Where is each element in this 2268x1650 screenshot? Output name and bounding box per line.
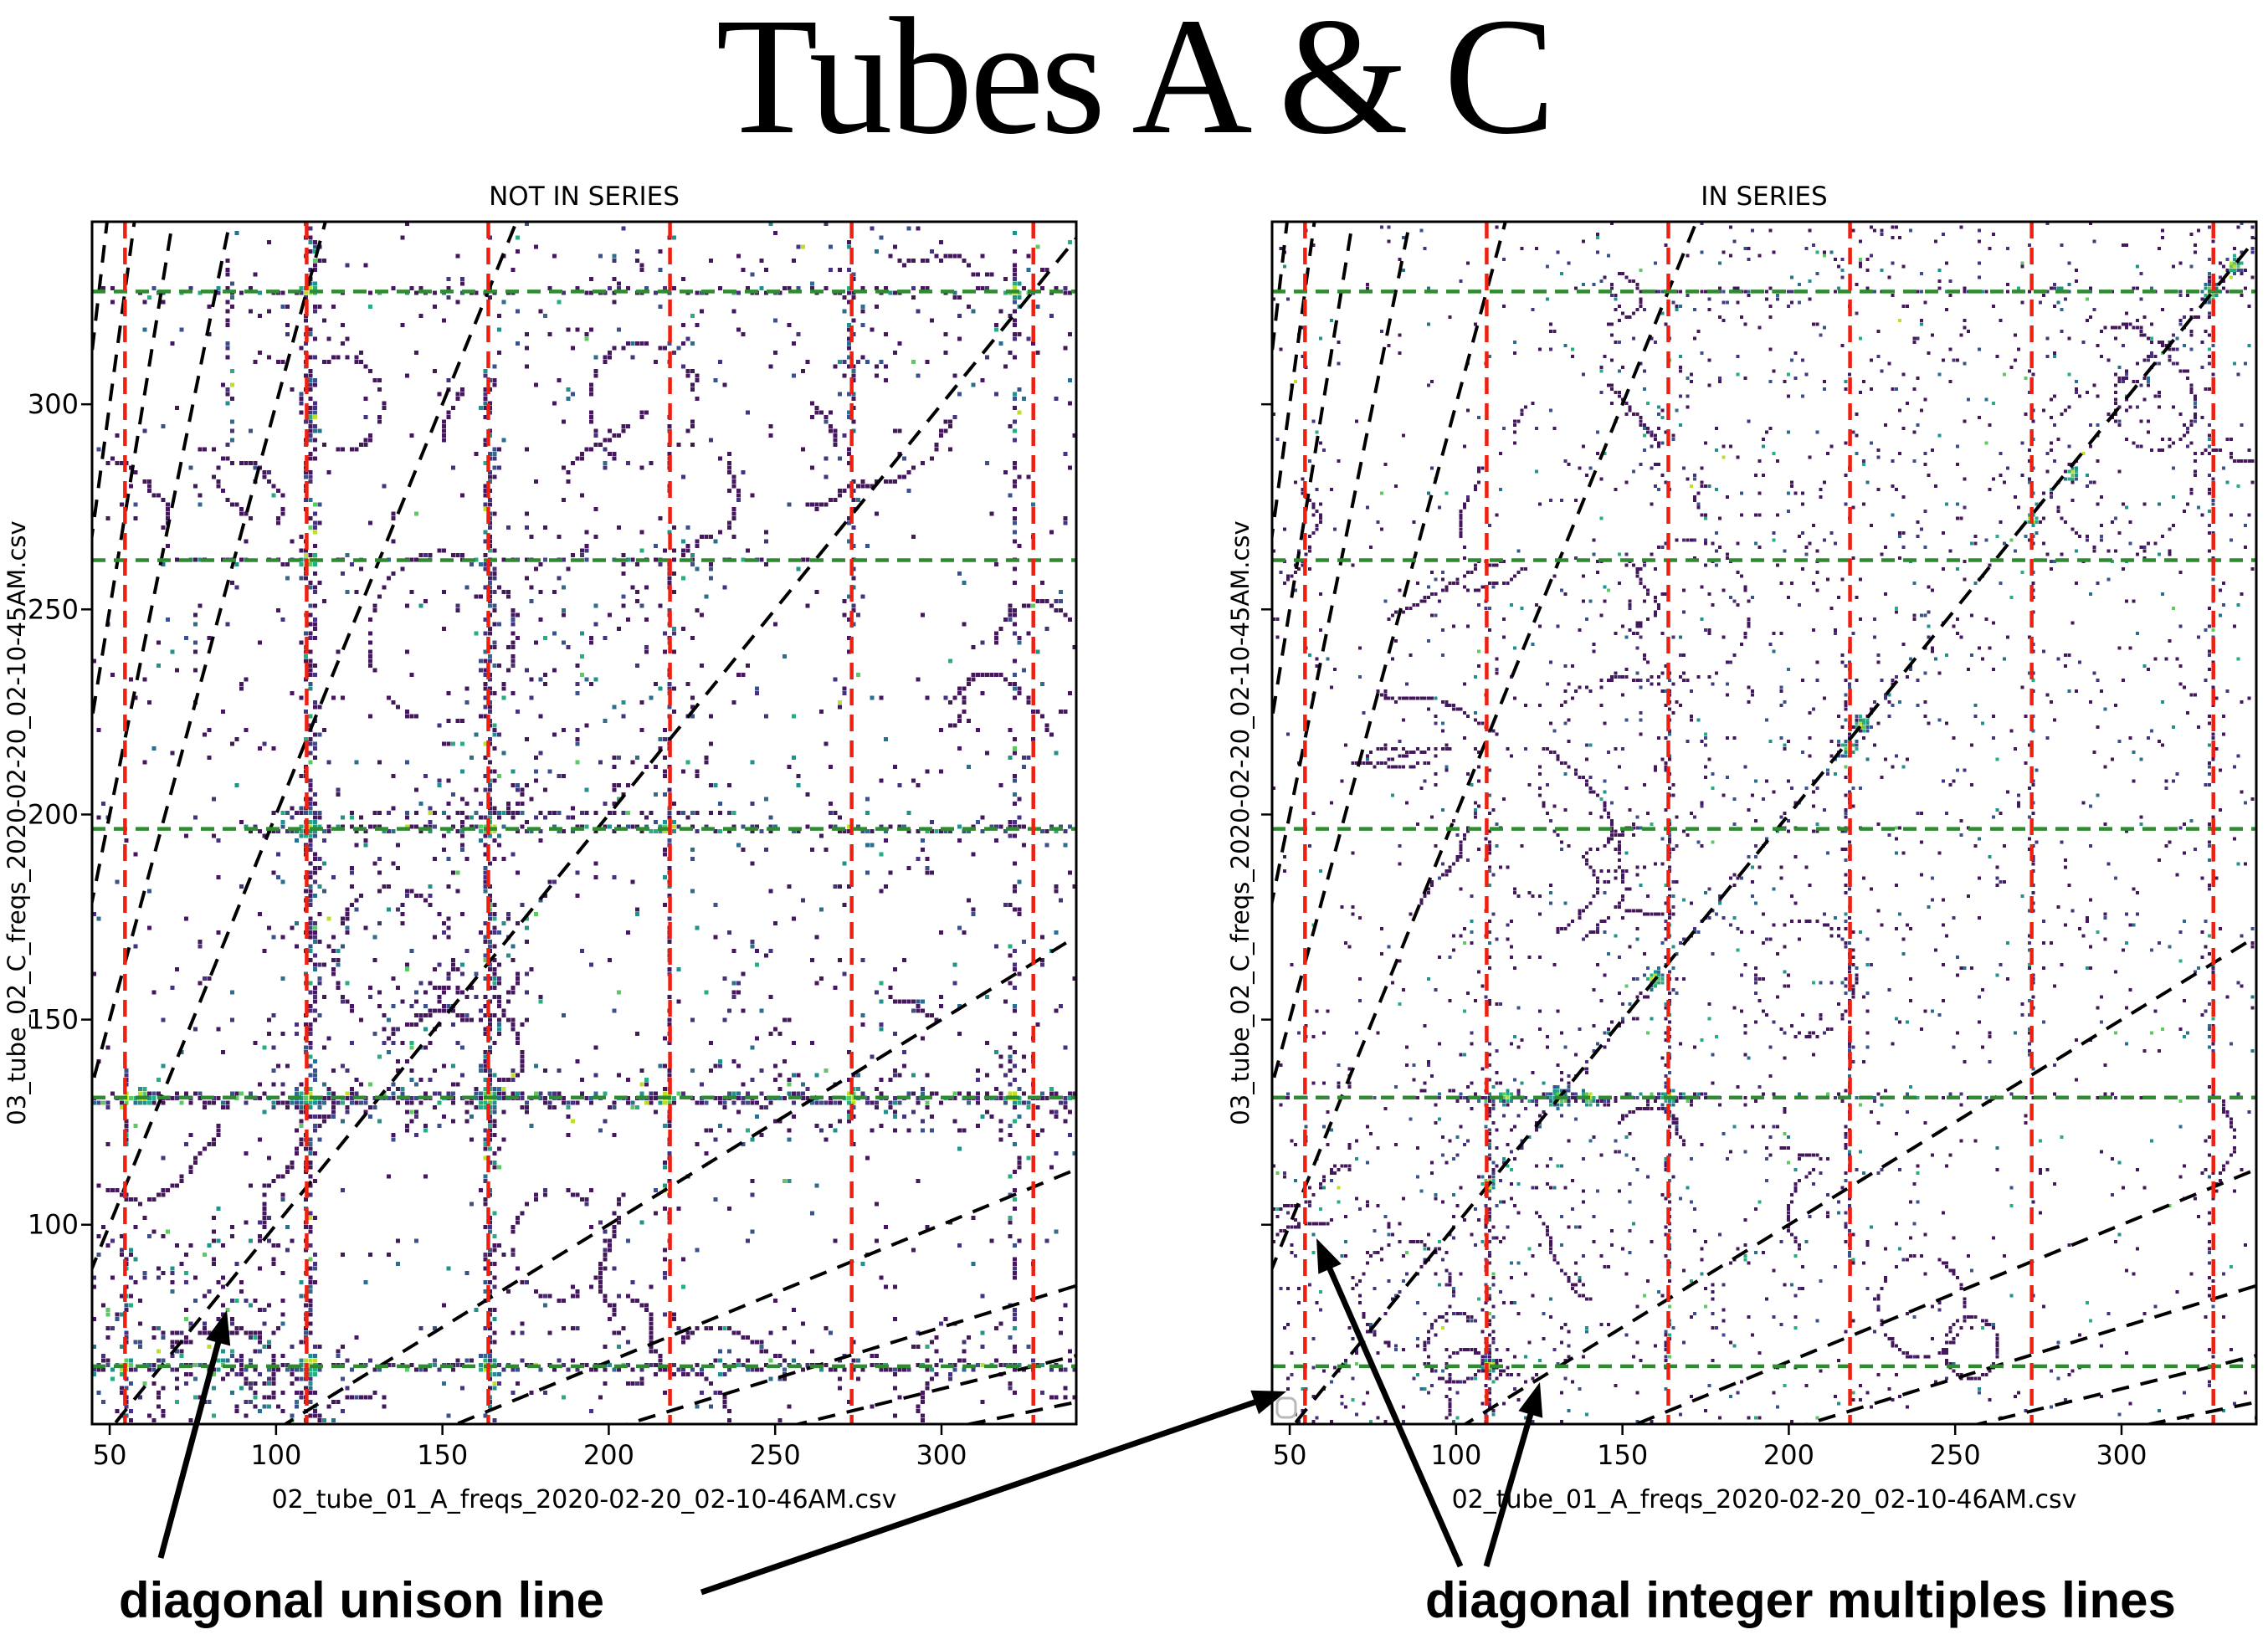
figure-title: Tubes A & C	[716, 0, 1555, 169]
histogram-bins	[1275, 254, 2240, 1420]
histogram-bins	[120, 244, 1022, 1386]
x-tick-label: 100	[250, 1439, 301, 1471]
histogram-bins	[92, 222, 1059, 1423]
integer-multiple-line-div3	[1632, 1167, 2256, 1424]
x-tick-label: 150	[417, 1439, 468, 1471]
x-tick-label: 250	[750, 1439, 801, 1471]
axes-frame	[1270, 220, 2258, 1426]
y-axis-label: 03_tube_02_C_freqs_2020-02-20_02-10-45AM…	[1226, 520, 1255, 1125]
x-tick-label: 300	[916, 1439, 967, 1471]
integer-multiple-line-div5	[1971, 1354, 2256, 1424]
multiples-arrow-right-shaft	[1483, 1405, 1536, 1567]
integer-multiple-line-div4	[621, 1284, 1076, 1424]
histogram-bins	[101, 244, 1040, 1423]
unison-arrow-left-head	[206, 1310, 231, 1346]
multiples-annotation-label: diagonal integer multiples lines	[1425, 1572, 2176, 1628]
multiples-arrow-right-head	[1518, 1382, 1543, 1418]
histogram-bins	[1272, 222, 2256, 1423]
x-axis-label: 02_tube_01_A_freqs_2020-02-20_02-10-46AM…	[272, 1485, 897, 1514]
x-tick-label: 150	[1597, 1439, 1648, 1471]
histogram-bins	[92, 222, 1076, 1423]
histogram-bins	[1286, 222, 2255, 1423]
integer-multiple-line-div4	[1801, 1284, 2256, 1424]
x-tick-label: 100	[1430, 1439, 1481, 1471]
x-tick-label: 50	[1273, 1439, 1307, 1471]
x-tick-label: 200	[583, 1439, 634, 1471]
axes-frame	[90, 220, 1078, 1426]
y-tick-label: 250	[28, 593, 79, 625]
unison-arrow-left-shaft	[157, 1334, 223, 1559]
unison-arrow-right-head	[1250, 1390, 1286, 1415]
integer-multiple-line-x3	[1272, 222, 1507, 1092]
multiples-arrow-left-head	[1316, 1238, 1342, 1274]
integer-multiple-line-div2	[1462, 934, 2256, 1424]
plot-title: IN SERIES	[1701, 182, 1827, 212]
not-in-series-plot: 50 100 150 200 250 300 100 150 200 250 300 NOT IN S…	[3, 182, 1078, 1514]
y-tick-label: 200	[28, 798, 79, 830]
x-tick-label: 300	[2096, 1439, 2147, 1471]
integer-multiple-line-div2	[282, 934, 1076, 1424]
integer-multiple-line-x2	[92, 222, 519, 1273]
integer-multiple-line-x3	[92, 222, 327, 1092]
in-series-plot: 50 100 150 200 250 300 IN SERIES 02_tube_01_A_f…	[1226, 182, 2258, 1514]
y-tick-label: 150	[28, 1004, 79, 1036]
x-tick-label: 250	[1930, 1439, 1981, 1471]
y-axis-label: 03_tube_02_C_freqs_2020-02-20_02-10-45AM…	[3, 520, 31, 1125]
y-tick-label: 300	[28, 388, 79, 420]
plot-title: NOT IN SERIES	[489, 182, 680, 212]
integer-multiple-line-div5	[791, 1354, 1076, 1424]
x-tick-label: 50	[93, 1439, 127, 1471]
unison-diagonal-line	[1292, 235, 2256, 1424]
unison-diagonal-line	[112, 235, 1076, 1424]
x-tick-label: 200	[1763, 1439, 1814, 1471]
unison-arrow-right-shaft	[700, 1396, 1264, 1596]
multiples-arrow-left-shaft	[1323, 1260, 1464, 1568]
histogram-bins	[1293, 261, 2237, 1370]
annotation-arrows	[157, 1238, 1543, 1596]
x-axis-label: 02_tube_01_A_freqs_2020-02-20_02-10-46AM…	[1452, 1485, 2077, 1514]
integer-multiple-line-x2	[1272, 222, 1699, 1273]
unison-annotation-label: diagonal unison line	[119, 1572, 605, 1628]
corner-rounded-box	[1275, 1396, 1297, 1419]
integer-multiple-line-div3	[452, 1167, 1076, 1424]
y-tick-label: 100	[28, 1209, 79, 1241]
histogram-bins	[110, 235, 1073, 1418]
